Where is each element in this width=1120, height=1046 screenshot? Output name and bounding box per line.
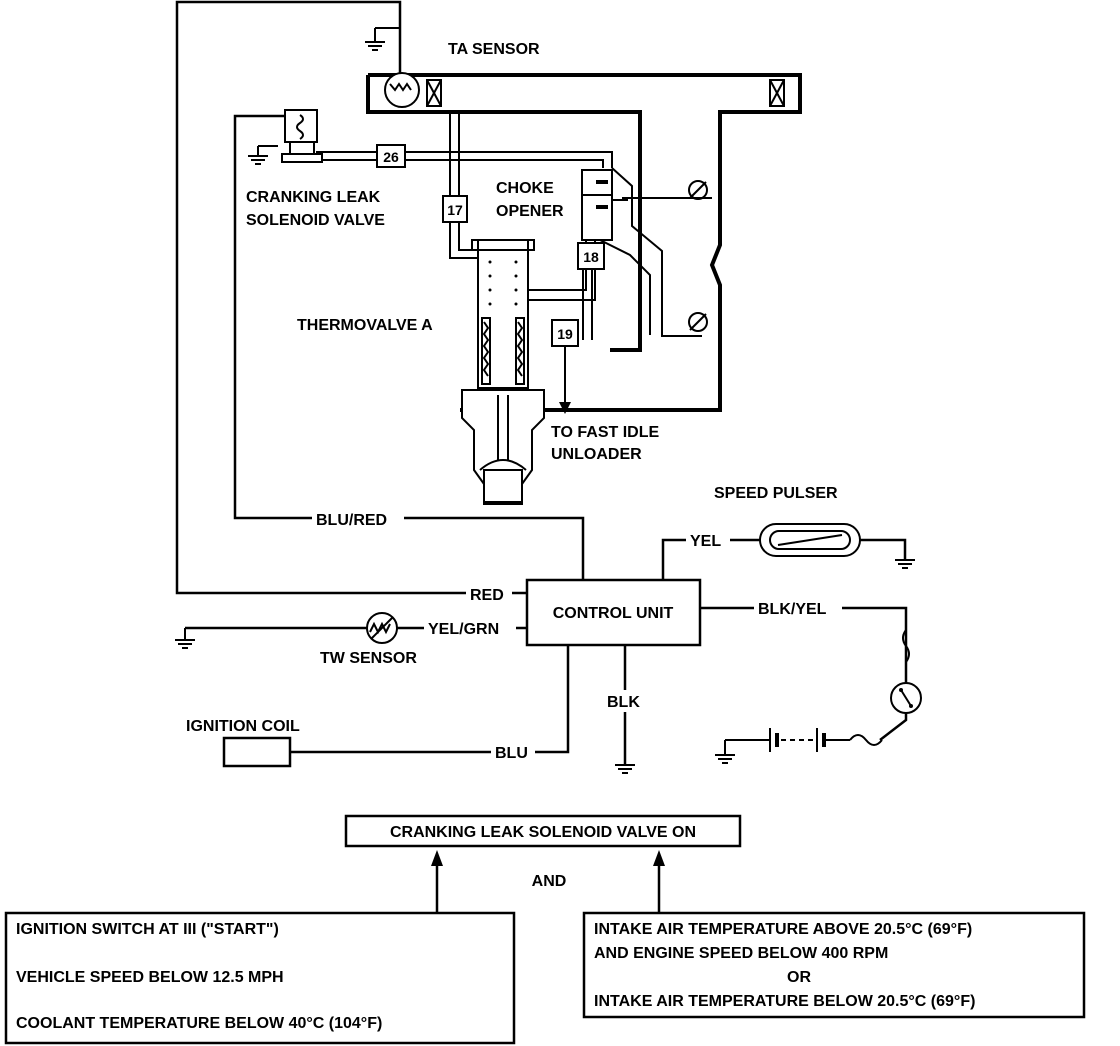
label-mask [466, 582, 512, 604]
tw-sensor-label: TW SENSOR [320, 650, 417, 667]
wire-label-red: RED [470, 587, 504, 604]
hose-18: 18 [577, 242, 605, 270]
control-unit-label: CONTROL UNIT [553, 605, 674, 622]
cranking-leak-label-line1: CRANKING LEAK [246, 189, 381, 206]
wire-label-yel: YEL [690, 533, 721, 550]
right-condition-1: INTAKE AIR TEMPERATURE ABOVE 20.5°C (69°… [594, 921, 972, 938]
left-conditions-box [4, 911, 516, 1045]
label-mask [312, 507, 404, 529]
ground-symbols [175, 27, 915, 774]
ignition-coil-label: IGNITION COIL [186, 718, 300, 735]
right-condition-or: OR [787, 969, 811, 986]
ground-icon [615, 764, 635, 774]
battery-icon [725, 728, 850, 752]
choke-opener-label-line1: CHOKE [496, 180, 554, 197]
arrow-up-icon [431, 850, 443, 913]
right-condition-2: AND ENGINE SPEED BELOW 400 RPM [594, 945, 888, 962]
cranking-leak-label-line2: SOLENOID VALVE [246, 212, 385, 229]
choke-opener-label-line2: OPENER [496, 203, 564, 220]
result-box [344, 814, 742, 848]
hose-17-label: 17 [447, 202, 463, 218]
hose-26-label: 26 [383, 149, 399, 165]
thermovalve-dots [488, 260, 518, 306]
fast-idle-label-line1: TO FAST IDLE [551, 424, 659, 441]
wire-label-blk: BLK [607, 694, 640, 711]
hose-18-label: 18 [583, 249, 599, 265]
wire-label-yel-grn: YEL/GRN [428, 621, 499, 638]
label-mask [603, 690, 649, 712]
label-mask [424, 617, 516, 639]
indicator-lamp-icon [890, 682, 922, 714]
label-mask [754, 597, 842, 619]
result-text: CRANKING LEAK SOLENOID VALVE ON [390, 824, 696, 841]
vacuum-hoses [316, 112, 613, 340]
left-condition-2: VEHICLE SPEED BELOW 12.5 MPH [16, 969, 284, 986]
arrow-down-icon [559, 346, 571, 414]
hose-19-label: 19 [557, 326, 573, 342]
ground-icon [365, 27, 400, 51]
carburetor-body [460, 118, 722, 412]
ground-icon [175, 628, 195, 649]
fuse-icon [849, 734, 883, 746]
right-condition-3: INTAKE AIR TEMPERATURE BELOW 20.5°C (69°… [594, 993, 975, 1010]
and-text: AND [532, 873, 567, 890]
right-conditions-box [582, 911, 1086, 1019]
cranking-leak-solenoid-icon [281, 109, 323, 163]
ground-icon [248, 145, 278, 165]
ground-icon [715, 740, 735, 764]
label-mask [686, 529, 730, 551]
speed-pulser-icon [759, 523, 861, 557]
label-mask [491, 741, 535, 763]
ground-icon [895, 559, 915, 569]
logic-flow: CRANKING LEAK SOLENOID VALVE ON AND IGNI… [4, 814, 1086, 1045]
ignition-coil-box [222, 736, 292, 768]
choke-opener-icon [581, 169, 628, 241]
speed-pulser-label: SPEED PULSER [714, 485, 838, 502]
thermovalve-label: THERMOVALVE A [297, 317, 433, 334]
hose-19: 19 [551, 319, 579, 347]
wire-label-blk-yel: BLK/YEL [758, 601, 827, 618]
arrow-up-icon [653, 850, 665, 913]
hose-17: 17 [442, 195, 468, 223]
wire-label-blu-red: BLU/RED [316, 512, 387, 529]
tw-sensor-icon [366, 612, 398, 644]
ta-sensor-label: TA SENSOR [448, 41, 540, 58]
fast-idle-label-line2: UNLOADER [551, 446, 642, 463]
control-unit-box [525, 578, 702, 647]
wire-label-blu: BLU [495, 745, 528, 762]
thermovalve-a-icon [461, 239, 545, 505]
left-condition-3: COOLANT TEMPERATURE BELOW 40°C (104°F) [16, 1015, 382, 1032]
intake-duct [366, 73, 802, 118]
fuse-icon [902, 629, 910, 663]
ta-sensor-icon [384, 72, 420, 108]
hose-26: 26 [376, 144, 406, 168]
left-condition-1: IGNITION SWITCH AT III ("START") [16, 921, 279, 938]
